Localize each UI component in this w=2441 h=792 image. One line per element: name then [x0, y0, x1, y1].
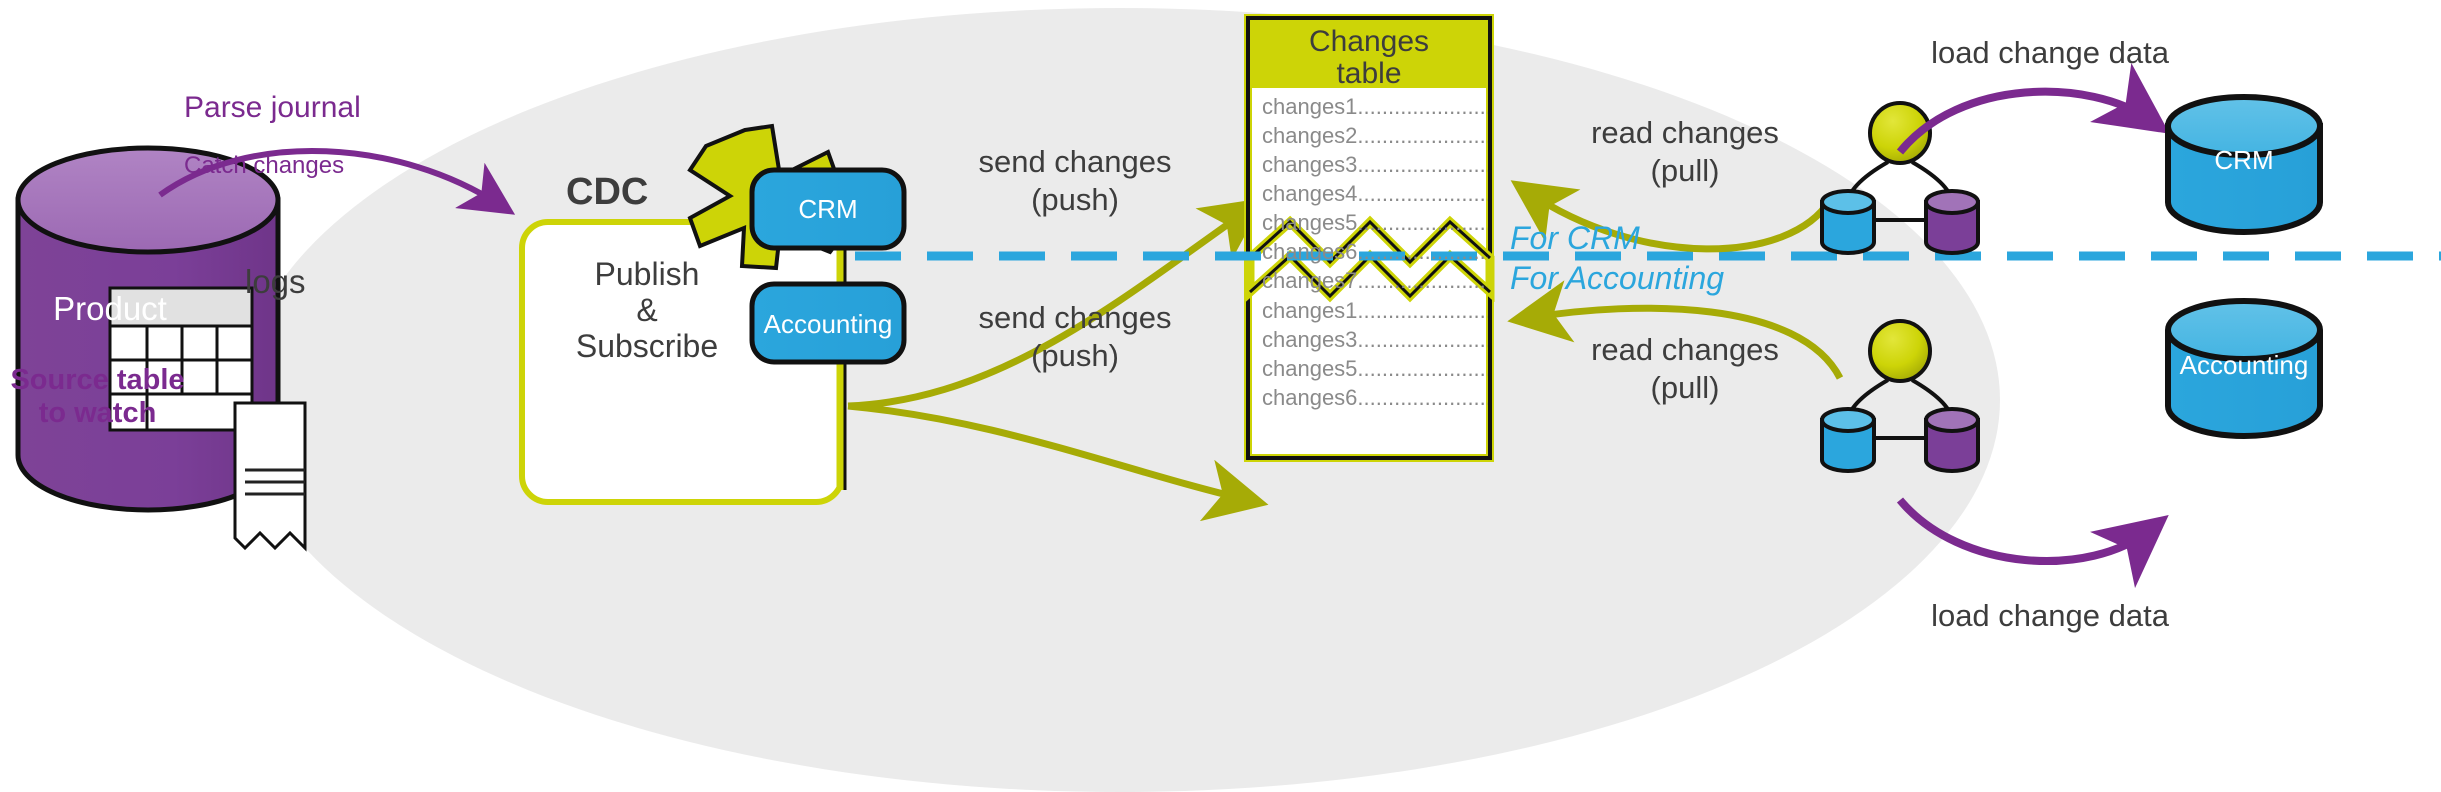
load-change-data-top-label: load change data: [1931, 35, 2169, 70]
changes-table: [1244, 14, 1495, 462]
send-changes-top-line2: (push): [1031, 182, 1119, 217]
cdc-badge-crm-label[interactable]: CRM: [798, 194, 858, 224]
cdc-badge-crm: [749, 167, 907, 251]
send-changes-push-top-arrow: [847, 197, 1266, 410]
logs-label: logs: [245, 263, 306, 300]
parse-journal-label: Parse journal: [184, 91, 361, 124]
changes-table-row: changes5.......................: [1262, 208, 1488, 237]
changes-row-label: changes1: [1262, 298, 1358, 323]
changes-table-row: changes2.......................: [1262, 121, 1488, 150]
changes-table-row: changes4.......................: [1262, 179, 1488, 208]
send-changes-top-line1: send changes: [978, 144, 1172, 179]
changes-row-dots: .......................: [1357, 298, 1488, 323]
changes-row-label: changes3: [1262, 152, 1358, 177]
changes-table-header-line2: table: [1336, 57, 1402, 90]
changes-row-label: changes5: [1262, 356, 1358, 381]
changes-table-row: changes7.......................: [1262, 266, 1488, 295]
changes-table-row: changes5.......................: [1262, 354, 1488, 383]
source-cylinder-label: Product: [53, 290, 167, 327]
changes-row-label: changes6: [1262, 385, 1358, 410]
target-cylinder-crm: [2165, 94, 2323, 235]
send-changes-bottom-line1: send changes: [978, 300, 1172, 335]
logs-document-icon: [233, 401, 307, 552]
changes-table-lower-rows: changes1.......................changes3.…: [1262, 296, 1488, 412]
changes-row-dots: .......................: [1357, 239, 1488, 264]
changes-table-row: changes3.......................: [1262, 150, 1488, 179]
changes-row-dots: .......................: [1357, 385, 1488, 410]
changes-row-dots: .......................: [1357, 210, 1488, 235]
target-cylinder-accounting: [2165, 298, 2323, 439]
divider-label-for-accounting: For Accounting: [1510, 260, 1725, 296]
changes-row-dots: .......................: [1357, 356, 1488, 381]
cdc-subtitle-line3: Subscribe: [575, 328, 719, 364]
catch-changes-label: Catch changes: [184, 152, 345, 179]
cdc-badge-accounting-label[interactable]: Accounting: [763, 309, 893, 339]
divider-label-for-crm: For CRM: [1510, 220, 1640, 256]
changes-table-row: changes6.......................: [1262, 237, 1488, 266]
changes-row-label: changes1: [1262, 94, 1358, 119]
changes-table-upper-rows: changes1.......................changes2.…: [1262, 92, 1488, 295]
send-changes-push-bottom-arrow: [847, 402, 1269, 522]
changes-row-dots: .......................: [1357, 327, 1488, 352]
data-integration-icon-top: [1820, 101, 1980, 255]
changes-table-row: changes1.......................: [1262, 296, 1488, 325]
changes-table-row: changes6.......................: [1262, 383, 1488, 412]
changes-row-dots: .......................: [1357, 123, 1488, 148]
parse-journal-arrow: [158, 147, 516, 215]
cdc-subtitle-line1: Publish: [594, 256, 700, 292]
target-cylinder-crm-label: CRM: [2214, 145, 2274, 175]
load-change-data-top-arrow: [1896, 63, 2170, 155]
changes-row-label: changes4: [1262, 181, 1358, 206]
changes-row-label: changes6: [1262, 239, 1358, 264]
source-caption-line2: to watch: [38, 397, 157, 429]
table-grid-icon: [108, 286, 254, 432]
source-caption-line1: Source table: [10, 364, 185, 396]
changes-row-dots: .......................: [1357, 268, 1488, 293]
read-changes-bottom-line2: (pull): [1650, 370, 1720, 405]
cdc-title: CDC: [566, 171, 649, 213]
load-change-data-bottom-arrow: [1896, 497, 2169, 589]
changes-row-label: changes3: [1262, 327, 1358, 352]
changes-row-label: changes7: [1262, 268, 1358, 293]
load-change-data-bottom-label: load change data: [1931, 598, 2169, 633]
read-changes-pull-bottom-arrow: [1507, 280, 1844, 380]
read-changes-top-line1: read changes: [1591, 115, 1779, 150]
cdc-subtitle-line2: &: [636, 292, 658, 328]
changes-table-header-line1: Changes: [1308, 25, 1430, 58]
read-changes-top-line2: (pull): [1650, 153, 1720, 188]
changes-row-dots: .......................: [1357, 181, 1488, 206]
read-changes-bottom-line1: read changes: [1591, 332, 1779, 367]
changes-table-row: changes1.......................: [1262, 92, 1488, 121]
changes-row-dots: .......................: [1357, 152, 1488, 177]
cdc-badge-accounting: [749, 281, 907, 365]
changes-row-dots: .......................: [1357, 94, 1488, 119]
target-cylinder-accounting-label: Accounting: [2179, 350, 2309, 380]
changes-table-row: changes3.......................: [1262, 325, 1488, 354]
send-changes-bottom-line2: (push): [1031, 338, 1119, 373]
read-changes-pull-top-arrow: [1510, 180, 1833, 253]
data-integration-icon-bottom: [1820, 319, 1980, 473]
changes-row-label: changes2: [1262, 123, 1358, 148]
changes-row-label: changes5: [1262, 210, 1358, 235]
